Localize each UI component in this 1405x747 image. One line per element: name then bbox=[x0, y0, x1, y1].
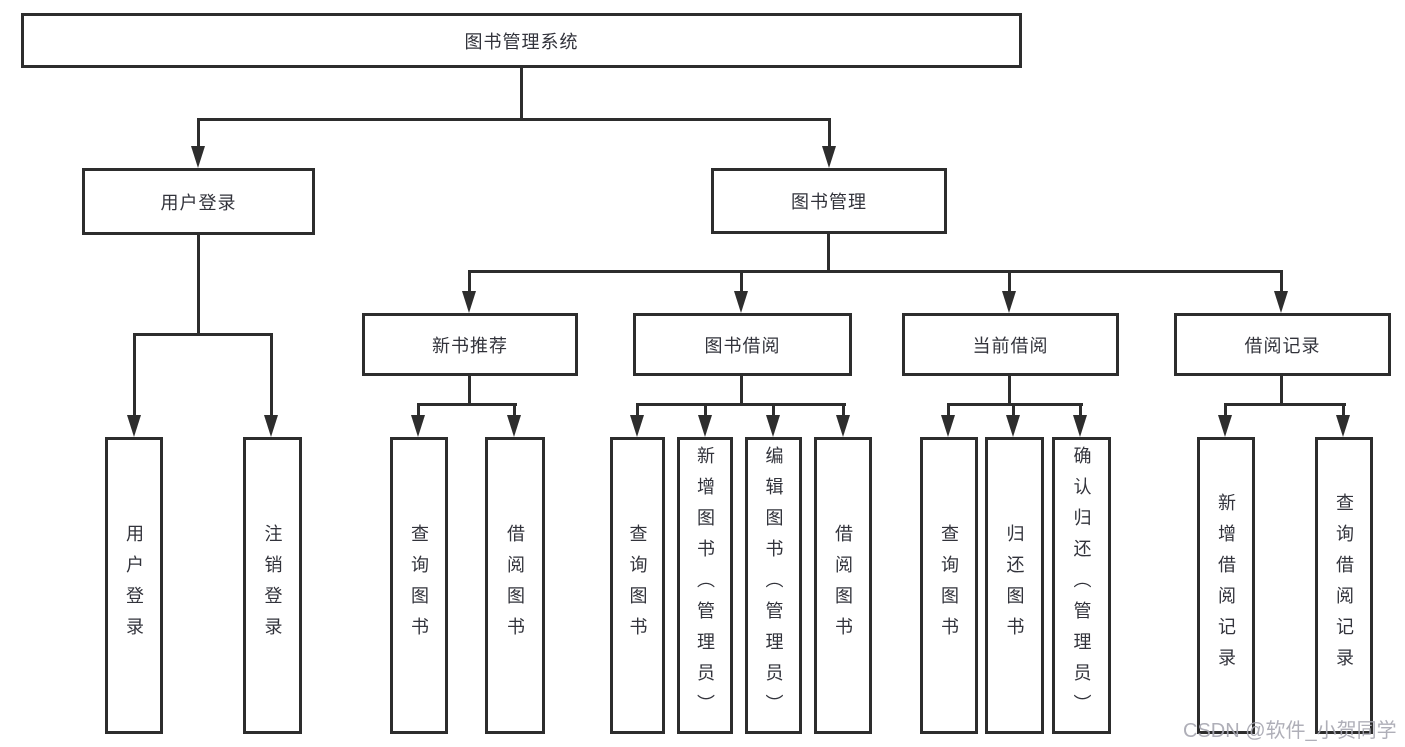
node-label: 图书借阅 bbox=[704, 335, 781, 356]
edge-line bbox=[468, 376, 471, 406]
arrowhead-down bbox=[191, 146, 205, 168]
edge-line bbox=[468, 270, 471, 292]
leaf-borrow-books-recommend: 借阅图书 bbox=[485, 437, 545, 734]
edge-line bbox=[1342, 403, 1345, 417]
leaf-label: 查询图书 bbox=[939, 523, 959, 648]
edge-line bbox=[636, 403, 639, 417]
edge-line bbox=[513, 403, 516, 417]
arrowhead-down bbox=[1073, 415, 1087, 437]
leaf-return-books: 归还图书 bbox=[985, 437, 1044, 734]
leaf-label: 新增借阅记录 bbox=[1216, 492, 1236, 679]
leaf-logout: 注销登录 bbox=[243, 437, 302, 734]
arrowhead-down bbox=[264, 415, 278, 437]
leaf-edit-books-admin: 编辑图书（管理员） bbox=[745, 437, 802, 734]
node-label: 图书管理系统 bbox=[464, 31, 579, 52]
leaf-add-books-admin: 新增图书（管理员） bbox=[677, 437, 733, 734]
leaf-label: 确认归还（管理员） bbox=[1071, 446, 1092, 725]
edge-line bbox=[740, 376, 743, 406]
edge-line bbox=[1008, 376, 1011, 406]
arrowhead-down bbox=[766, 415, 780, 437]
edge-line bbox=[772, 403, 775, 417]
edge-line bbox=[197, 118, 831, 121]
node-label: 用户登录 bbox=[160, 192, 237, 213]
node-borrowing-records: 借阅记录 bbox=[1174, 313, 1391, 376]
arrowhead-down bbox=[462, 291, 476, 313]
edge-line bbox=[704, 403, 707, 417]
node-current-borrowing: 当前借阅 bbox=[902, 313, 1119, 376]
leaf-label: 注销登录 bbox=[262, 523, 283, 648]
node-label: 新书推荐 bbox=[432, 335, 508, 356]
csdn-watermark: CSDN @软件_小贺同学 bbox=[1183, 720, 1397, 742]
edge-line bbox=[417, 403, 420, 417]
arrowhead-down bbox=[507, 415, 521, 437]
leaf-borrow-books: 借阅图书 bbox=[814, 437, 872, 734]
arrowhead-down bbox=[411, 415, 425, 437]
leaf-user-login: 用户登录 bbox=[105, 437, 163, 734]
leaf-query-books-borrowing: 查询图书 bbox=[610, 437, 665, 734]
arrowhead-down bbox=[1002, 291, 1016, 313]
leaf-label: 新增图书（管理员） bbox=[695, 446, 715, 725]
leaf-confirm-return-admin: 确认归还（管理员） bbox=[1052, 437, 1111, 734]
edge-line bbox=[636, 403, 846, 406]
arrowhead-down bbox=[1336, 415, 1350, 437]
arrowhead-down bbox=[127, 415, 141, 437]
node-library-management-system: 图书管理系统 bbox=[21, 13, 1022, 68]
edge-line bbox=[842, 403, 845, 417]
edge-line bbox=[520, 68, 523, 121]
arrowhead-down bbox=[734, 291, 748, 313]
edge-line bbox=[133, 333, 136, 415]
edge-line bbox=[828, 118, 831, 148]
edge-line bbox=[1079, 403, 1082, 417]
node-label: 图书管理 bbox=[791, 192, 867, 212]
node-label: 借阅记录 bbox=[1244, 335, 1321, 356]
edge-line bbox=[1224, 403, 1346, 406]
leaf-label: 借阅图书 bbox=[833, 523, 853, 648]
node-label: 当前借阅 bbox=[972, 335, 1049, 356]
node-book-borrowing: 图书借阅 bbox=[633, 313, 852, 376]
arrowhead-down bbox=[1274, 291, 1288, 313]
edge-line bbox=[197, 118, 200, 148]
edge-line bbox=[1012, 403, 1015, 417]
edge-line bbox=[270, 333, 273, 415]
edge-line bbox=[740, 270, 743, 292]
edge-line bbox=[1280, 376, 1283, 406]
edge-line bbox=[947, 403, 1083, 406]
node-new-book-recommendation: 新书推荐 bbox=[362, 313, 578, 376]
leaf-query-borrow-record: 查询借阅记录 bbox=[1315, 437, 1373, 734]
edge-line bbox=[197, 235, 200, 336]
leaf-label: 查询借阅记录 bbox=[1334, 492, 1354, 679]
leaf-label: 编辑图书（管理员） bbox=[763, 446, 784, 725]
arrowhead-down bbox=[1218, 415, 1232, 437]
arrowhead-down bbox=[941, 415, 955, 437]
leaf-query-books-current: 查询图书 bbox=[920, 437, 978, 734]
edge-line bbox=[133, 333, 273, 336]
edge-line bbox=[1008, 270, 1011, 292]
edge-line bbox=[947, 403, 950, 417]
leaf-add-borrow-record: 新增借阅记录 bbox=[1197, 437, 1255, 734]
arrowhead-down bbox=[630, 415, 644, 437]
leaf-label: 查询图书 bbox=[627, 523, 648, 648]
edge-line bbox=[827, 233, 830, 273]
leaf-label: 用户登录 bbox=[124, 523, 144, 648]
arrowhead-down bbox=[822, 146, 836, 168]
leaf-label: 借阅图书 bbox=[505, 523, 525, 648]
node-user-login: 用户登录 bbox=[82, 168, 315, 235]
leaf-label: 查询图书 bbox=[409, 523, 429, 648]
edge-line bbox=[1224, 403, 1227, 417]
node-book-management: 图书管理 bbox=[711, 168, 947, 234]
arrowhead-down bbox=[1006, 415, 1020, 437]
edge-line bbox=[1280, 270, 1283, 292]
arrowhead-down bbox=[698, 415, 712, 437]
leaf-query-books-recommend: 查询图书 bbox=[390, 437, 448, 734]
edge-line bbox=[468, 270, 1283, 273]
edge-line bbox=[417, 403, 517, 406]
arrowhead-down bbox=[836, 415, 850, 437]
leaf-label: 归还图书 bbox=[1004, 523, 1025, 648]
